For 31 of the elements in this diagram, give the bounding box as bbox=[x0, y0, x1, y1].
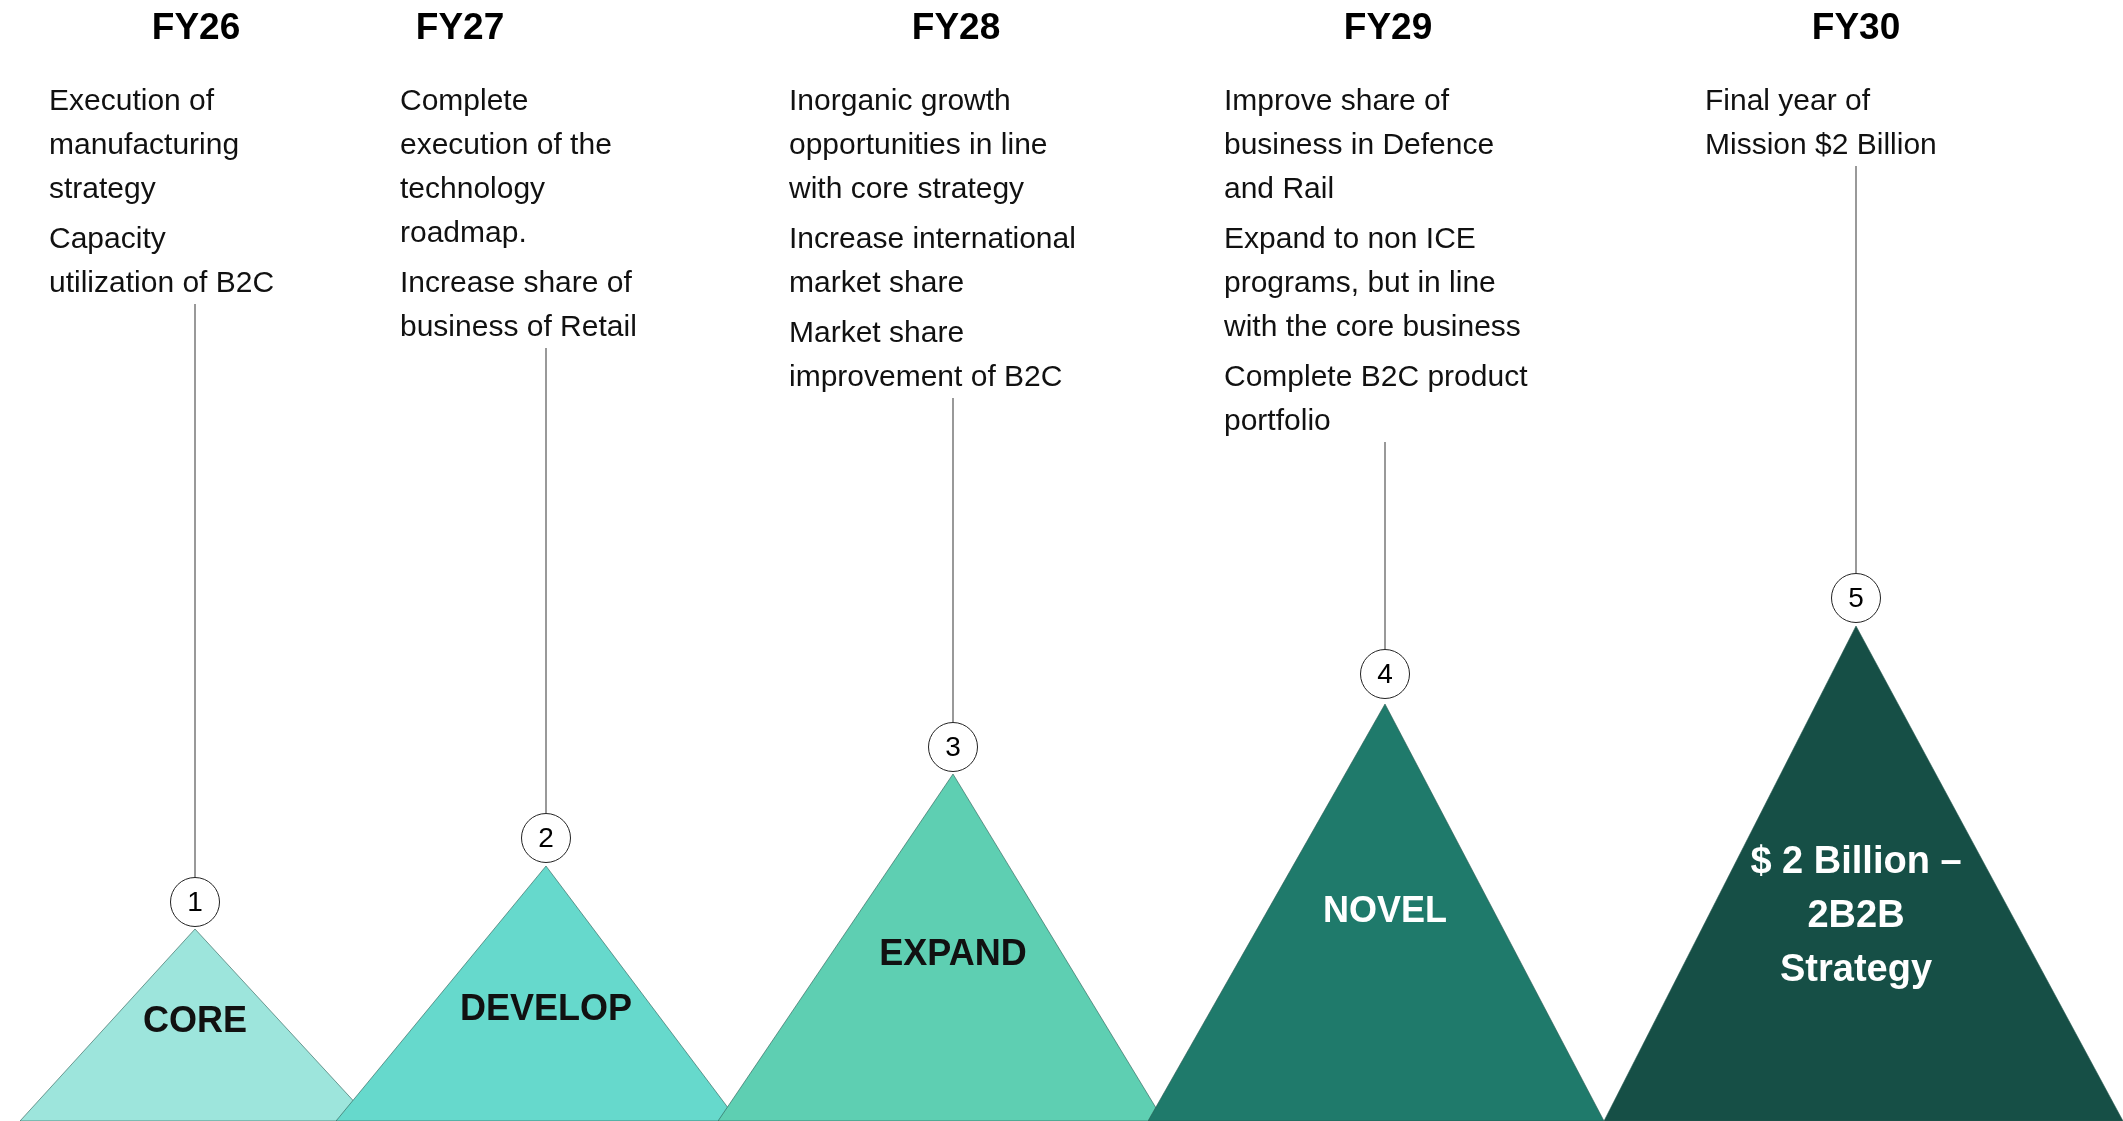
step-number-circle: 1 bbox=[170, 877, 220, 927]
leader-line bbox=[194, 303, 196, 878]
stage-label: CORE bbox=[142, 998, 248, 1042]
milestone-text: Complete execution of the technology roadmap. bbox=[400, 82, 613, 250]
stage-label: $ 2 Billion – 2B2B Strategy bbox=[1749, 838, 1963, 991]
milestone-text: Increase international market share bbox=[789, 220, 1077, 300]
milestone-text: Execution of manufacturing strategy bbox=[49, 82, 241, 206]
stage-label: DEVELOP bbox=[458, 986, 633, 1030]
year-heading: FY29 bbox=[1342, 6, 1434, 48]
milestone-text: Complete B2C product portfolio bbox=[1224, 358, 1529, 438]
step-number-circle: 2 bbox=[521, 813, 571, 863]
leader-line bbox=[545, 347, 547, 814]
step-number-circle: 3 bbox=[928, 722, 978, 772]
milestone-text: Improve share of business in Defence and Rail bbox=[1224, 82, 1496, 206]
milestone-text: Market share improvement of B2C bbox=[789, 314, 1064, 394]
year-heading: FY27 bbox=[414, 6, 506, 48]
milestone-text: Increase share of business of Retail bbox=[400, 264, 638, 344]
milestone-text: Inorganic growth opportunities in line with core strategy bbox=[789, 82, 1049, 206]
stage-label: NOVEL bbox=[1322, 888, 1448, 932]
step-number-circle: 5 bbox=[1831, 573, 1881, 623]
year-heading: FY30 bbox=[1810, 6, 1902, 48]
milestone-text: Capacity utilization of B2C bbox=[49, 220, 276, 300]
milestone-text: Expand to non ICE programs, but in line with the core business bbox=[1224, 220, 1522, 344]
step-number-circle: 4 bbox=[1360, 649, 1410, 699]
leader-line bbox=[1384, 441, 1386, 650]
leader-line bbox=[1855, 165, 1857, 574]
year-heading: FY28 bbox=[910, 6, 1002, 48]
year-heading: FY26 bbox=[150, 6, 242, 48]
stage-label: EXPAND bbox=[878, 931, 1028, 975]
milestone-text: Final year of Mission $2 Billion bbox=[1705, 82, 1938, 162]
leader-line bbox=[952, 397, 954, 723]
